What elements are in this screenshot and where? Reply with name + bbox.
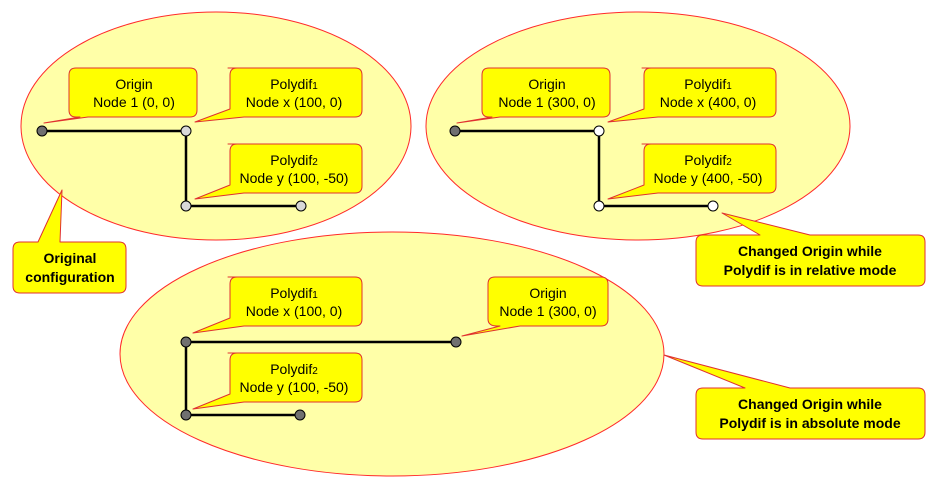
node-x: [593, 125, 605, 137]
callout-polydif2-shape: [192, 352, 363, 410]
node-end: [707, 200, 719, 212]
tree-absolute: [180, 336, 462, 421]
panel-original: Origin Node 1 (0, 0) Polydif1 Node x (10…: [20, 11, 412, 241]
callout-polydif1: Polydif1 Node x (100, 0): [194, 67, 363, 123]
edge-original: [42, 129, 301, 208]
caption-original: Original configuration: [12, 189, 127, 294]
callout-polydif1-title: Polydif1: [270, 76, 318, 92]
callout-origin-node: Node 1 (0, 0): [93, 94, 175, 110]
polydif1-subscript: 1: [312, 81, 318, 92]
callout-polydif2-title: Polydif2: [270, 152, 318, 168]
caption-absolute-line1: Changed Origin while: [738, 396, 882, 412]
caption-absolute-line2: Polydif is in absolute mode: [719, 415, 900, 431]
node-y: [180, 409, 192, 421]
callout-origin-title: Origin: [115, 76, 152, 92]
node-y: [180, 200, 192, 212]
edge-absolute-1: [184, 340, 456, 417]
polydif2-title-text: Polydif: [270, 361, 312, 377]
callout-polydif1-shape: [194, 67, 363, 123]
node-origin: [449, 125, 461, 137]
node-x: [180, 336, 192, 348]
callout-origin-node: Node 1 (300, 0): [499, 303, 596, 319]
callout-polydif2-shape: [194, 143, 363, 200]
callout-polydif2-node: Node y (400, -50): [654, 170, 763, 186]
polydif1-title-text: Polydif: [270, 285, 312, 301]
tree-relative: [449, 125, 719, 212]
callout-polydif1: Polydif1 Node x (100, 0): [192, 276, 363, 334]
polydif2-subscript: 2: [726, 157, 732, 168]
polydif2-subscript: 2: [312, 157, 318, 168]
polydif1-subscript: 1: [312, 290, 318, 301]
node-x: [180, 125, 192, 137]
ellipse-absolute: [119, 231, 665, 477]
callout-origin: Origin Node 1 (0, 0): [43, 67, 198, 124]
caption-absolute-shape: [663, 354, 926, 440]
callout-polydif1-node: Node x (100, 0): [246, 303, 343, 319]
callout-origin-shape: [461, 276, 609, 337]
callout-polydif1-title: Polydif1: [684, 76, 732, 92]
node-end: [294, 409, 306, 421]
polydif1-title-text: Polydif: [270, 76, 312, 92]
callout-polydif1: Polydif1 Node x (400, 0): [607, 67, 777, 123]
tree-original: [36, 125, 307, 212]
panel-relative: Origin Node 1 (300, 0) Polydif1 Node x (…: [425, 11, 851, 241]
node-origin: [36, 125, 48, 137]
node-y: [593, 200, 605, 212]
callout-polydif2: Polydif2 Node y (100, -50): [194, 143, 363, 200]
polydif1-subscript: 1: [726, 81, 732, 92]
caption-original-line2: configuration: [25, 269, 114, 285]
caption-relative-shape: [695, 212, 926, 287]
callout-polydif2: Polydif2 Node y (400, -50): [607, 143, 777, 200]
callout-origin-node: Node 1 (300, 0): [498, 94, 595, 110]
edge-relative: [455, 129, 713, 208]
caption-relative: Changed Origin while Polydif is in relat…: [695, 212, 926, 287]
callout-polydif2-node: Node y (100, -50): [240, 170, 349, 186]
callout-origin-shape: [456, 67, 611, 124]
caption-relative-line1: Changed Origin while: [738, 243, 882, 259]
caption-original-shape: [12, 189, 127, 294]
callout-polydif1-title: Polydif1: [270, 285, 318, 301]
callout-origin: Origin Node 1 (300, 0): [461, 276, 609, 337]
callout-polydif2-shape: [607, 143, 777, 200]
caption-relative-line2: Polydif is in relative mode: [724, 262, 897, 278]
callout-origin: Origin Node 1 (300, 0): [456, 67, 611, 124]
polydif1-title-text: Polydif: [684, 76, 726, 92]
polydif2-title-text: Polydif: [684, 152, 726, 168]
callout-origin-title: Origin: [528, 76, 565, 92]
callout-origin-title: Origin: [529, 285, 566, 301]
node-origin: [450, 336, 462, 348]
callout-polydif1-shape: [192, 276, 363, 334]
callout-polydif1-node: Node x (400, 0): [660, 94, 757, 110]
callout-polydif1-shape: [607, 67, 777, 123]
panel-absolute: Polydif1 Node x (100, 0) Origin Node 1 (…: [119, 231, 665, 477]
callout-origin-shape: [43, 67, 198, 124]
callout-polydif2: Polydif2 Node y (100, -50): [192, 352, 363, 410]
callout-polydif2-node: Node y (100, -50): [240, 379, 349, 395]
polydif2-subscript: 2: [312, 366, 318, 377]
callout-polydif2-title: Polydif2: [270, 361, 318, 377]
polydif2-title-text: Polydif: [270, 152, 312, 168]
callout-polydif1-node: Node x (100, 0): [246, 94, 343, 110]
caption-absolute: Changed Origin while Polydif is in absol…: [663, 354, 926, 440]
callout-polydif2-title: Polydif2: [684, 152, 732, 168]
node-end: [295, 200, 307, 212]
caption-original-line1: Original: [44, 250, 97, 266]
